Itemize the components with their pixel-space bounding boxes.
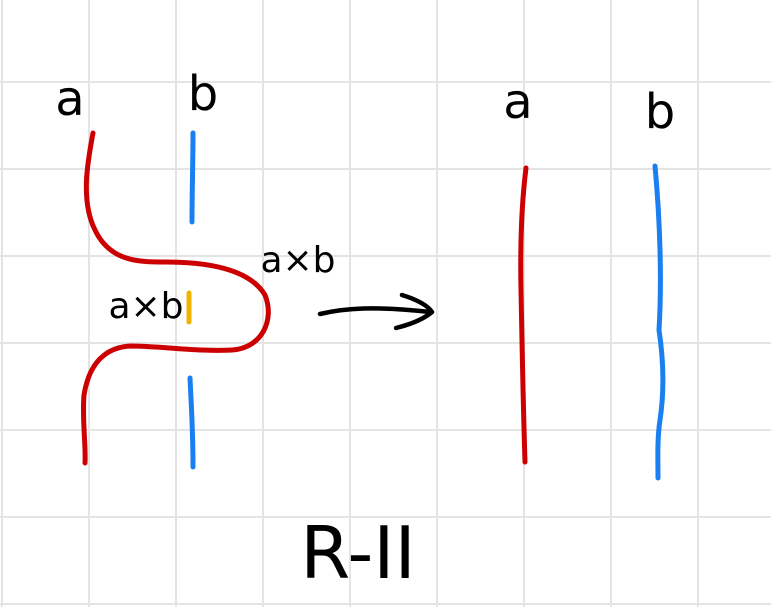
- left-label-b: b: [188, 66, 218, 122]
- left-strand-b-lower: [187, 375, 196, 470]
- right-label-a: a: [503, 74, 532, 130]
- left-strand-b-upper: [189, 130, 196, 225]
- left-label-a: a: [55, 71, 84, 127]
- lower-crossing-label: a×b: [108, 286, 183, 327]
- rewrite-arrow: [317, 292, 435, 331]
- right-diagram: a b: [503, 74, 675, 481]
- right-label-b: b: [645, 84, 675, 140]
- right-strand-a: [518, 165, 529, 465]
- left-strand-a: [80, 130, 271, 466]
- upper-crossing-label: a×b: [260, 240, 335, 281]
- left-diagram: a b a×b a×b: [55, 66, 336, 470]
- right-strand-b: [652, 163, 666, 481]
- move-title: R-II: [300, 511, 416, 595]
